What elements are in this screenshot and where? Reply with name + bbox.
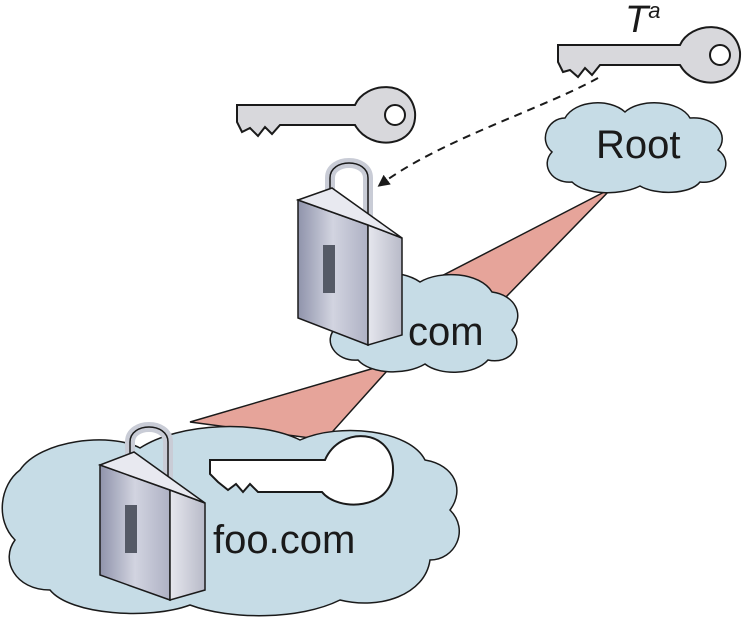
trust-anchor-label: Ta: [625, 0, 660, 41]
foo-com-label: foo.com: [213, 518, 355, 562]
trust-validation-dashed-arrow: [377, 77, 599, 187]
foo-com-padlock-icon: [97, 422, 206, 602]
foo-com-key-icon: [209, 435, 395, 506]
com-padlock-icon: [295, 158, 403, 347]
root-label: Root: [596, 123, 681, 167]
com-label: com: [408, 310, 484, 354]
com-key-icon: [236, 86, 417, 144]
root-cloud: Root: [544, 102, 727, 194]
trust-anchor-key-icon: [557, 26, 742, 84]
